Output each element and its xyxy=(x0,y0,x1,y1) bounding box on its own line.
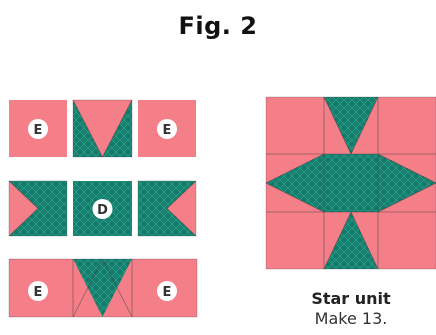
exploded-row-top: E E xyxy=(9,99,196,158)
exploded-row-bottom: E E xyxy=(8,258,198,318)
star-unit-caption-quantity: Make 13. xyxy=(314,309,388,328)
label-e-circle xyxy=(28,119,48,139)
label-d-circle xyxy=(92,199,113,219)
flying-geese-right-unit xyxy=(137,180,197,237)
square-e-bottom-right: E xyxy=(157,281,177,301)
label-e-circle xyxy=(157,281,177,301)
label-e-circle xyxy=(28,281,48,301)
label-e-circle xyxy=(157,119,177,139)
square-e-top-left: E xyxy=(9,100,67,157)
star-unit xyxy=(265,96,436,270)
label-d: D xyxy=(97,203,108,218)
label-e: E xyxy=(163,123,172,138)
square-e-bottom-left: E xyxy=(28,281,48,301)
square-e-top-right: E xyxy=(138,100,196,157)
label-e: E xyxy=(34,123,43,138)
exploded-row-middle: D xyxy=(8,180,197,237)
figure-title: Fig. 2 xyxy=(178,12,258,40)
star-unit-caption-title: Star unit xyxy=(311,289,391,308)
label-e: E xyxy=(34,285,43,300)
center-square-d: D xyxy=(73,181,132,236)
flying-geese-top xyxy=(72,99,133,158)
flying-geese-left-unit xyxy=(8,180,68,237)
label-e: E xyxy=(163,285,172,300)
